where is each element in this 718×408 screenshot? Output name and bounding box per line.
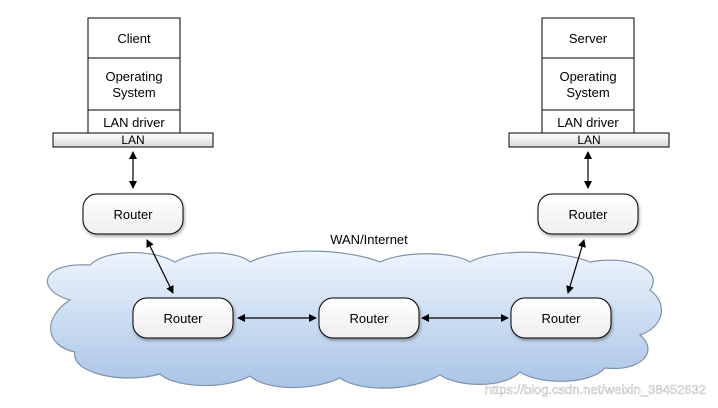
connectors [129,151,592,322]
server-lan-label: LAN [577,133,600,147]
router-wan-left [132,297,234,339]
server-os-box [541,57,635,111]
server-stack: Server Operating System LAN driver LAN [508,17,670,148]
server-lan-bar [508,132,670,148]
client-os-label-line2: System [112,85,155,100]
router-server-side-label: Router [568,207,608,222]
router-wan-left-label: Router [163,311,203,326]
client-lan-bar [52,132,214,148]
router-wan-middle-label: Router [349,311,389,326]
server-os-label-line2: System [566,85,609,100]
client-app-box [87,17,181,59]
client-lan-label: LAN [121,133,144,147]
router-server-side [537,193,639,235]
client-os-label-line1: Operating [105,69,162,84]
client-stack: Client Operating System LAN driver LAN [52,17,214,148]
server-driver-label: LAN driver [557,115,619,130]
connector-client-router-wan [146,239,174,294]
watermark: https://blog.csdn.net/weixin_38452632 [485,382,706,397]
client-driver-label: LAN driver [103,115,165,130]
server-app-label: Server [569,31,608,46]
router-client-side [82,193,184,235]
connector-server-router-wan [566,239,586,294]
client-os-box [87,57,181,111]
router-wan-middle [318,297,420,339]
router-client-side-label: Router [113,207,153,222]
router-wan-right-label: Router [541,311,581,326]
wan-label: WAN/Internet [330,232,408,247]
client-app-label: Client [117,31,151,46]
router-wan-right [510,297,612,339]
server-os-label-line1: Operating [559,69,616,84]
server-app-box [541,17,635,59]
